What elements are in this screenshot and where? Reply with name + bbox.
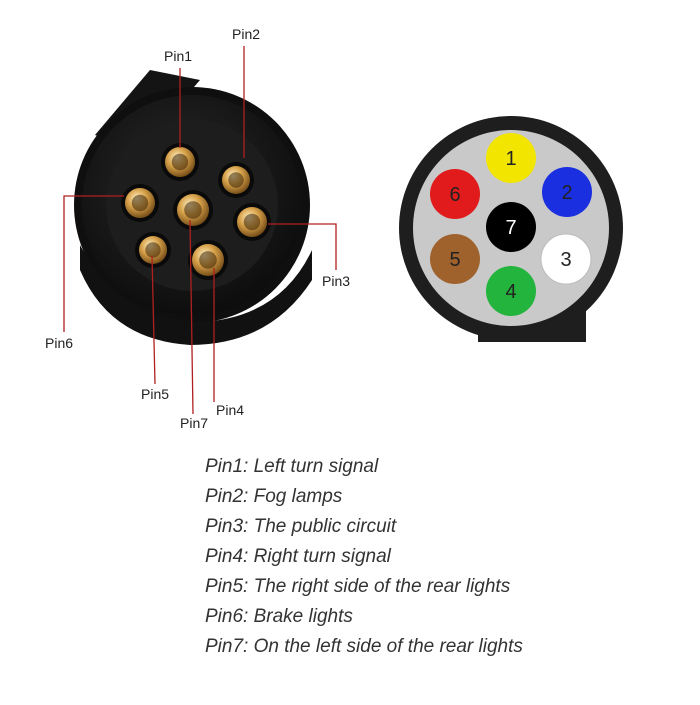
legend-item-pin3: Pin3: The public circuit: [205, 516, 397, 537]
socket-pin-2: [218, 162, 254, 198]
face-pin-2: 2: [542, 167, 592, 217]
leader-line-pin3: [268, 223, 337, 270]
face-pin-1-label: 1: [505, 148, 516, 170]
callout-pin7: Pin7: [180, 415, 209, 431]
face-pin-5-circle: [430, 234, 480, 284]
legend-item-pin2: Pin2: Fog lamps: [205, 486, 343, 507]
socket-pin-6: [121, 184, 159, 222]
legend-item-pin1: Pin1: Left turn signal: [205, 456, 379, 477]
face-pins: 1 2 3 4 5 6 7: [430, 133, 592, 316]
callout-pin2: Pin2: [232, 26, 261, 42]
callout-pin6: Pin6: [45, 335, 74, 351]
face-pin-3-label: 3: [560, 249, 571, 271]
leader-line-pin7: [189, 219, 194, 415]
socket-lower-lip: [80, 245, 312, 345]
callout-pin4: Pin4: [216, 402, 245, 418]
legend-item-pin4: Pin4: Right turn signal: [205, 546, 391, 567]
socket-pin-1: [161, 143, 199, 181]
pin-legend: Pin1: Left turn signal Pin2: Fog lamps P…: [205, 452, 665, 662]
legend-item-pin5: Pin5: The right side of the rear lights: [205, 576, 511, 597]
legend-item-pin7: Pin7: On the left side of the rear light…: [205, 636, 523, 657]
face-pin-7-circle: [486, 202, 536, 252]
face-pin-6-circle: [430, 169, 480, 219]
face-pin-4: 4: [486, 266, 536, 316]
socket-pin-7: [173, 190, 213, 230]
socket-pin-4: [188, 240, 228, 280]
face-pin-5-label: 5: [449, 249, 460, 271]
callout-pin1: Pin1: [164, 48, 193, 64]
face-pin-6: 6: [430, 169, 480, 219]
face-pin-2-circle: [542, 167, 592, 217]
face-pin-1-circle: [486, 133, 536, 183]
callout-pin5: Pin5: [141, 386, 170, 402]
face-pin-5: 5: [430, 234, 480, 284]
face-pin-4-circle: [486, 266, 536, 316]
face-pin-4-label: 4: [505, 281, 516, 303]
callout-pin3: Pin3: [322, 273, 351, 289]
face-pin-7-label: 7: [505, 217, 516, 239]
leader-line-pin5: [151, 255, 156, 385]
face-pin-6-label: 6: [449, 184, 460, 206]
socket-pins: [121, 143, 271, 280]
face-pin-2-label: 2: [561, 182, 572, 204]
socket-pin-5: [135, 232, 171, 268]
leader-lines: [63, 46, 337, 415]
face-pin-1: 1: [486, 133, 536, 183]
socket-pin-3: [233, 203, 271, 241]
face-pin-3-circle: [540, 233, 592, 285]
legend-item-pin6: Pin6: Brake lights: [205, 606, 353, 627]
face-pin-7: 7: [486, 202, 536, 252]
face-pin-3: 3: [540, 233, 592, 285]
leader-line-pin6: [63, 195, 124, 332]
